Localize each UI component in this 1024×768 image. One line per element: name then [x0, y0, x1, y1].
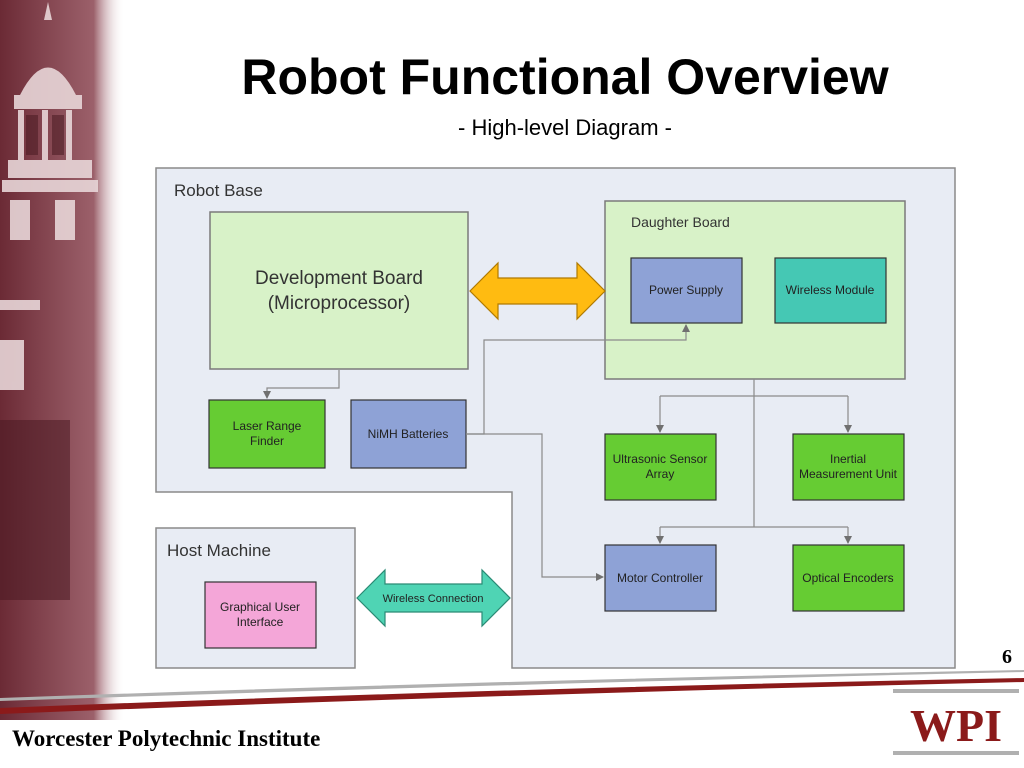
footer-swoosh — [0, 670, 1024, 714]
ultrasonic-sensor-label-2: Array — [646, 467, 675, 481]
power-supply-label: Power Supply — [649, 283, 723, 297]
nimh-batteries-node — [350, 399, 467, 469]
ultrasonic-sensor-label-1: Ultrasonic Sensor — [613, 452, 708, 466]
development-board-node — [209, 211, 469, 370]
nimh-to-motor-connector — [466, 433, 604, 581]
optical-encoders-label: Optical Encoders — [802, 571, 893, 585]
functional-diagram: Robot Base Host Machine Development Boar… — [155, 167, 956, 669]
institution-name: Worcester Polytechnic Institute — [12, 726, 321, 751]
imu-label-2: Measurement Unit — [799, 467, 898, 481]
dev-to-laser-connector — [263, 370, 340, 399]
development-board-label-2: (Microprocessor) — [268, 293, 411, 314]
slide-number: 6 — [1002, 646, 1012, 668]
power-supply-node — [630, 257, 743, 324]
slide-title: Robot Functional Overview — [241, 49, 889, 105]
wireless-module-node — [774, 257, 887, 324]
board-link-arrow — [469, 261, 606, 321]
host-machine-label: Host Machine — [167, 541, 271, 560]
motor-controller-node — [604, 544, 717, 612]
daughter-board-label: Daughter Board — [631, 214, 730, 230]
wireless-connection-label: Wireless Connection — [383, 593, 484, 605]
robot-base-label: Robot Base — [174, 181, 263, 200]
optical-encoders-node — [792, 544, 905, 612]
laser-range-finder-node — [208, 399, 326, 469]
gui-node — [204, 581, 317, 649]
imu-label-1: Inertial — [830, 452, 866, 466]
wireless-connection-arrow — [356, 568, 511, 628]
svg-text:WPI: WPI — [910, 700, 1002, 751]
motor-controller-label: Motor Controller — [617, 571, 703, 585]
gui-label-2: Interface — [237, 615, 284, 629]
clock-tower-photo — [0, 0, 125, 720]
laser-range-finder-label-2: Finder — [250, 434, 284, 448]
development-board-label-1: Development Board — [255, 268, 423, 289]
imu-node — [792, 433, 905, 501]
ultrasonic-sensor-node — [604, 433, 717, 501]
gui-label-1: Graphical User — [220, 600, 300, 614]
laser-range-finder-label-1: Laser Range — [233, 419, 302, 433]
wpi-logo: WPI — [893, 689, 1019, 755]
nimh-batteries-label: NiMH Batteries — [368, 427, 449, 441]
wireless-module-label: Wireless Module — [786, 283, 875, 297]
slide-subtitle: - High-level Diagram - — [458, 115, 672, 140]
